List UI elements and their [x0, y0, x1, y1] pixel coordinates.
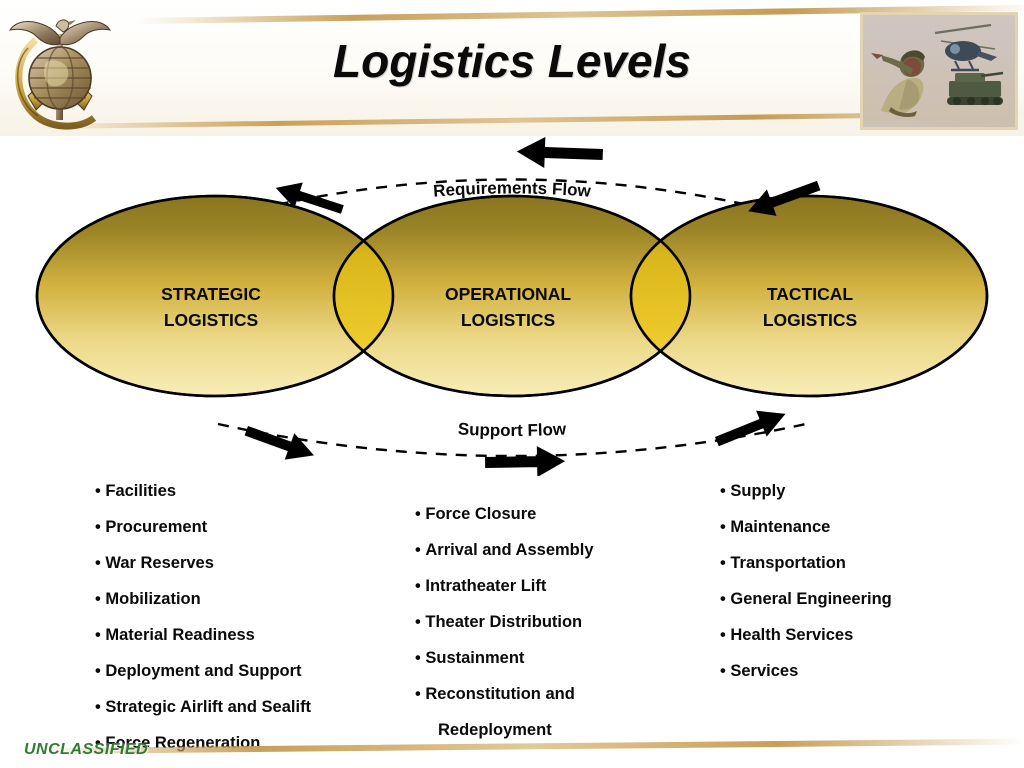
arrow-right-3 [715, 410, 786, 447]
support-flow-arrows [244, 410, 786, 476]
list-item-continuation: Redeployment [438, 721, 552, 739]
tactical-logistics-bullet-list: SupplyMaintenanceTransportationGeneral E… [720, 473, 1020, 689]
operational-logistics-bullet-list: Force ClosureArrival and AssemblyIntrath… [415, 496, 715, 748]
military-photo-collage [860, 12, 1018, 130]
requirements-flow-path [257, 178, 767, 211]
label-operational-line1: OPERATIONAL [445, 284, 571, 304]
arrow-left-2 [516, 137, 603, 168]
list-item: Theater Distribution [415, 604, 715, 640]
label-strategic-line1: STRATEGIC [161, 284, 261, 304]
label-tactical-line2: LOGISTICS [763, 310, 857, 330]
support-flow-label: Support Flow [457, 419, 567, 440]
label-operational-line2: LOGISTICS [461, 310, 555, 330]
footer-rule [43, 738, 1024, 754]
slide-header: Logistics Levels [0, 0, 1024, 136]
page-title: Logistics Levels [333, 35, 691, 87]
requirements-flow-arrows [275, 137, 821, 216]
list-item: War Reserves [95, 545, 395, 581]
list-item: Mobilization [95, 581, 395, 617]
arrow-left-1 [275, 182, 344, 214]
list-item: Health Services [720, 617, 1020, 653]
arrow-left-3 [748, 180, 821, 216]
list-item: Transportation [720, 545, 1020, 581]
requirements-flow-label: Requirements Flow [432, 178, 592, 200]
logistics-levels-venn-diagram: STRATEGIC LOGISTICS OPERATIONAL LOGISTIC… [0, 136, 1024, 476]
list-item: Procurement [95, 509, 395, 545]
list-item: Force Closure [415, 496, 715, 532]
list-item: Arrival and Assembly [415, 532, 715, 568]
list-item: General Engineering [720, 581, 1020, 617]
list-item: Material Readiness [95, 617, 395, 653]
list-item: Intratheater Lift [415, 568, 715, 604]
marine-corps-emblem-icon [6, 4, 114, 134]
list-item: Deployment and Support [95, 653, 395, 689]
list-item: Strategic Airlift and Sealift [95, 689, 395, 725]
list-item: Services [720, 653, 1020, 689]
list-item: Sustainment [415, 640, 715, 676]
slide-footer [0, 738, 1024, 768]
strategic-logistics-bullet-list: FacilitiesProcurementWar ReservesMobiliz… [95, 473, 395, 761]
arrow-right-2 [485, 446, 566, 476]
classification-marking: UNCLASSIFIED [24, 741, 149, 758]
list-item: Maintenance [720, 509, 1020, 545]
list-item: Supply [720, 473, 1020, 509]
arrow-right-1 [244, 426, 314, 460]
label-strategic-line2: LOGISTICS [164, 310, 258, 330]
label-tactical-line1: TACTICAL [767, 284, 853, 304]
list-item: Facilities [95, 473, 395, 509]
